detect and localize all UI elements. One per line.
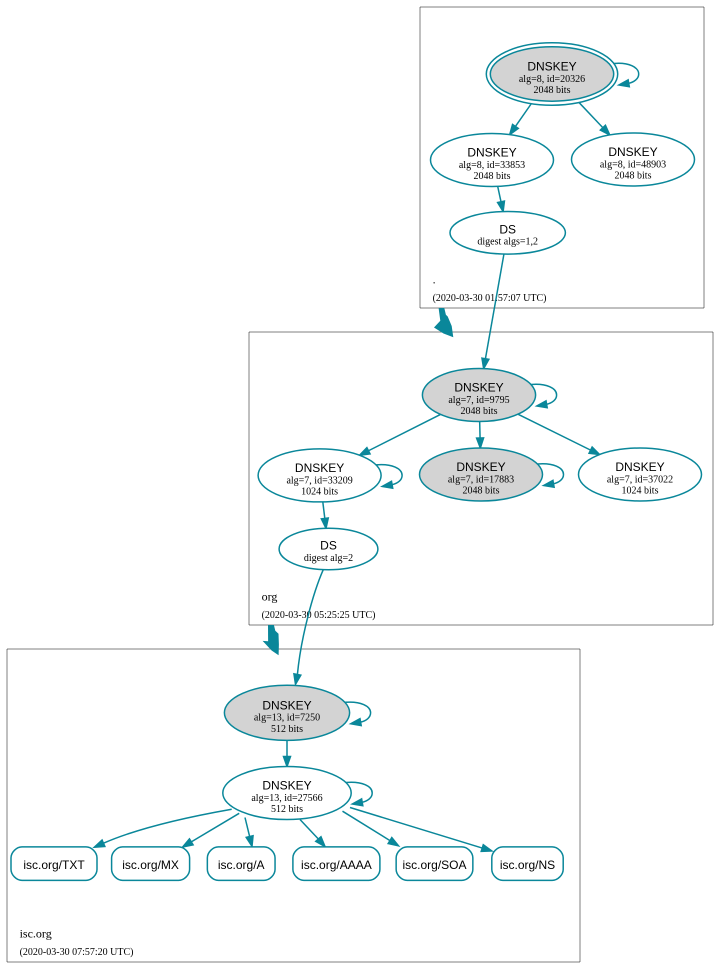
svg-text:isc.org/MX: isc.org/MX bbox=[122, 858, 179, 872]
svg-text:DNSKEY: DNSKEY bbox=[456, 460, 505, 474]
svg-text:alg=7, id=33209: alg=7, id=33209 bbox=[286, 475, 352, 486]
svg-text:isc.org/AAAA: isc.org/AAAA bbox=[301, 858, 372, 872]
svg-text:isc.org/A: isc.org/A bbox=[218, 858, 265, 872]
svg-text:2048 bits: 2048 bits bbox=[463, 486, 500, 497]
svg-text:DS: DS bbox=[320, 539, 337, 553]
svg-text:1024 bits: 1024 bits bbox=[622, 486, 659, 497]
svg-text:alg=7, id=9795: alg=7, id=9795 bbox=[448, 395, 509, 406]
svg-text:isc.org/TXT: isc.org/TXT bbox=[23, 858, 85, 872]
svg-text:alg=8, id=20326: alg=8, id=20326 bbox=[519, 74, 585, 85]
svg-text:2048 bits: 2048 bits bbox=[615, 171, 652, 182]
svg-text:DNSKEY: DNSKEY bbox=[527, 60, 576, 74]
svg-text:DNSKEY: DNSKEY bbox=[615, 460, 664, 474]
svg-text:1024 bits: 1024 bits bbox=[301, 487, 338, 498]
svg-text:512 bits: 512 bits bbox=[271, 804, 303, 815]
svg-text:isc.org/NS: isc.org/NS bbox=[500, 858, 555, 872]
svg-text:(2020-03-30 05:25:25 UTC): (2020-03-30 05:25:25 UTC) bbox=[262, 610, 376, 621]
svg-text:(2020-03-30 01:57:07 UTC): (2020-03-30 01:57:07 UTC) bbox=[433, 293, 547, 304]
svg-text:digest algs=1,2: digest algs=1,2 bbox=[477, 237, 538, 248]
svg-text:alg=13, id=7250: alg=13, id=7250 bbox=[254, 713, 320, 724]
svg-text:DNSKEY: DNSKEY bbox=[454, 381, 503, 395]
svg-text:isc.org: isc.org bbox=[20, 927, 52, 941]
svg-text:2048 bits: 2048 bits bbox=[461, 406, 498, 417]
svg-text:alg=8, id=48903: alg=8, id=48903 bbox=[600, 159, 666, 170]
svg-text:alg=7, id=37022: alg=7, id=37022 bbox=[607, 474, 673, 485]
svg-text:2048 bits: 2048 bits bbox=[534, 85, 571, 96]
svg-text:(2020-03-30 07:57:20 UTC): (2020-03-30 07:57:20 UTC) bbox=[20, 947, 134, 958]
svg-text:DNSKEY: DNSKEY bbox=[467, 146, 516, 160]
svg-text:alg=7, id=17883: alg=7, id=17883 bbox=[448, 474, 514, 485]
svg-text:isc.org/SOA: isc.org/SOA bbox=[402, 858, 466, 872]
svg-text:alg=13, id=27566: alg=13, id=27566 bbox=[251, 793, 322, 804]
svg-text:DNSKEY: DNSKEY bbox=[295, 461, 344, 475]
svg-text:alg=8, id=33853: alg=8, id=33853 bbox=[459, 160, 525, 171]
svg-text:DNSKEY: DNSKEY bbox=[262, 698, 311, 712]
svg-text:2048 bits: 2048 bits bbox=[474, 171, 511, 182]
svg-text:.: . bbox=[433, 273, 436, 287]
svg-text:digest alg=2: digest alg=2 bbox=[304, 553, 353, 564]
svg-text:512 bits: 512 bits bbox=[271, 724, 303, 735]
svg-text:DNSKEY: DNSKEY bbox=[608, 145, 657, 159]
svg-text:DNSKEY: DNSKEY bbox=[262, 779, 311, 793]
svg-text:DS: DS bbox=[499, 222, 516, 236]
svg-text:org: org bbox=[262, 590, 278, 604]
